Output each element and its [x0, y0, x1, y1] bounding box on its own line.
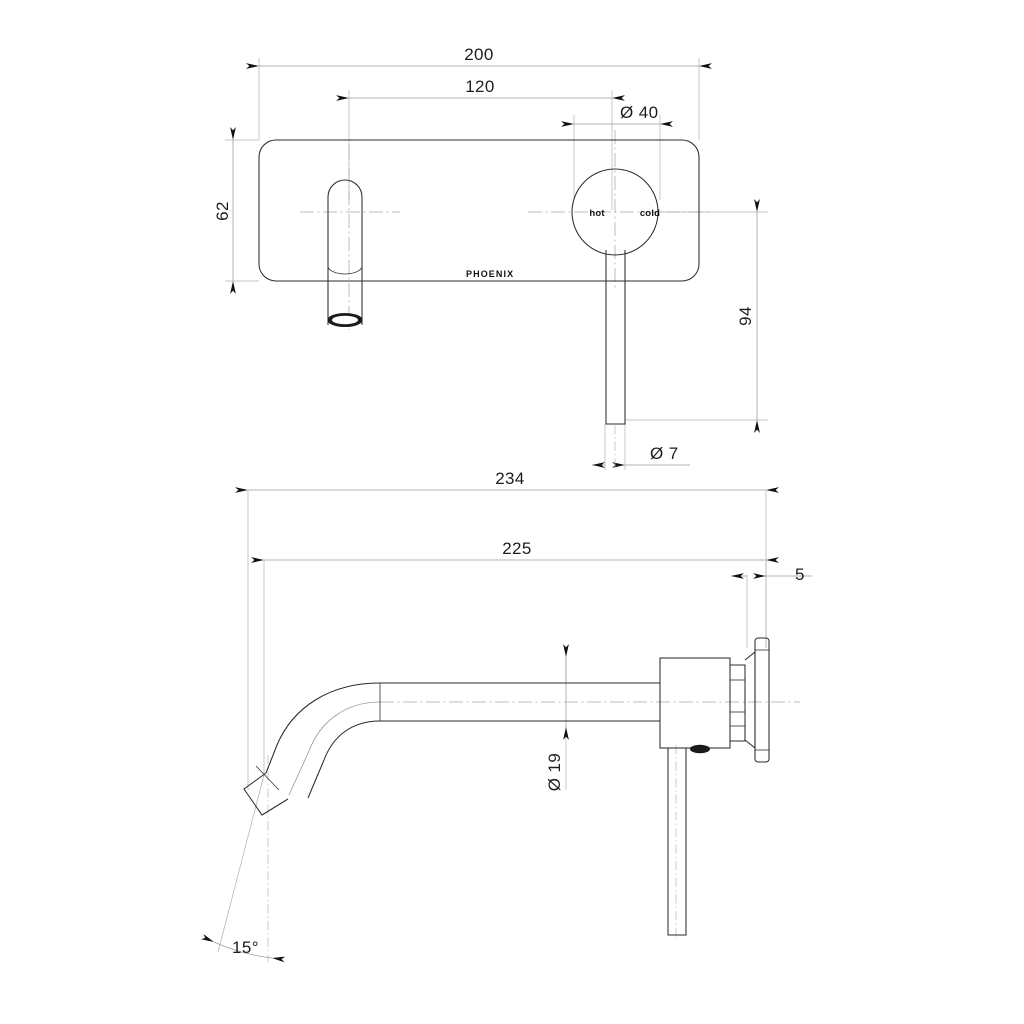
- dimension-plate-height-label: 62: [213, 201, 232, 221]
- brand-label: PHOENIX: [466, 269, 514, 279]
- spout-side: [243, 682, 660, 816]
- dimension-lever-length-label: 94: [736, 306, 755, 326]
- dimension-plate-height: 62: [213, 127, 236, 294]
- dimension-handle-diameter-label: Ø 40: [620, 103, 658, 122]
- wall-plate-side: [754, 637, 770, 763]
- dimension-plate-thickness: 5: [731, 565, 812, 584]
- dimension-spout-projection-label: 225: [502, 539, 532, 558]
- dimension-plate-thickness-label: 5: [795, 565, 805, 584]
- mixer-handle-front: hot cold: [571, 168, 660, 425]
- side-centre-lines: [380, 701, 800, 940]
- side-view-group: 234 225 5 Ø 19 15: [200, 469, 812, 963]
- spout-front: [327, 179, 363, 328]
- dimension-spout-to-handle-label: 120: [465, 77, 495, 96]
- front-centre-lines: [300, 130, 712, 470]
- dimension-lever-length: 94: [736, 199, 760, 433]
- dimension-plate-width-label: 200: [464, 45, 494, 64]
- dimension-handle-diameter: Ø 40: [561, 103, 673, 127]
- side-extension-lines: [247, 490, 767, 790]
- dimension-outlet-angle-label: 15°: [232, 938, 259, 957]
- dimension-lever-diameter: Ø 7: [592, 444, 690, 468]
- dimension-spout-projection: 225: [251, 539, 779, 563]
- dimension-spout-to-handle: 120: [336, 77, 625, 101]
- hot-label: hot: [589, 208, 605, 219]
- front-extension-lines: [225, 58, 768, 470]
- mixer-body-side: [659, 650, 756, 936]
- cold-label: cold: [640, 208, 660, 219]
- wall-plate: [258, 139, 700, 282]
- dimension-lever-diameter-label: Ø 7: [650, 444, 679, 463]
- dimension-outlet-angle: 15°: [200, 755, 286, 963]
- dimension-overall-projection-label: 234: [495, 469, 525, 488]
- dimension-plate-width: 200: [246, 45, 712, 69]
- dimension-spout-diameter: Ø 19: [545, 644, 569, 791]
- front-view-group: 200 120 Ø 40 62 94: [213, 45, 768, 470]
- dimension-spout-diameter-label: Ø 19: [545, 753, 564, 791]
- dimension-overall-projection: 234: [235, 469, 779, 493]
